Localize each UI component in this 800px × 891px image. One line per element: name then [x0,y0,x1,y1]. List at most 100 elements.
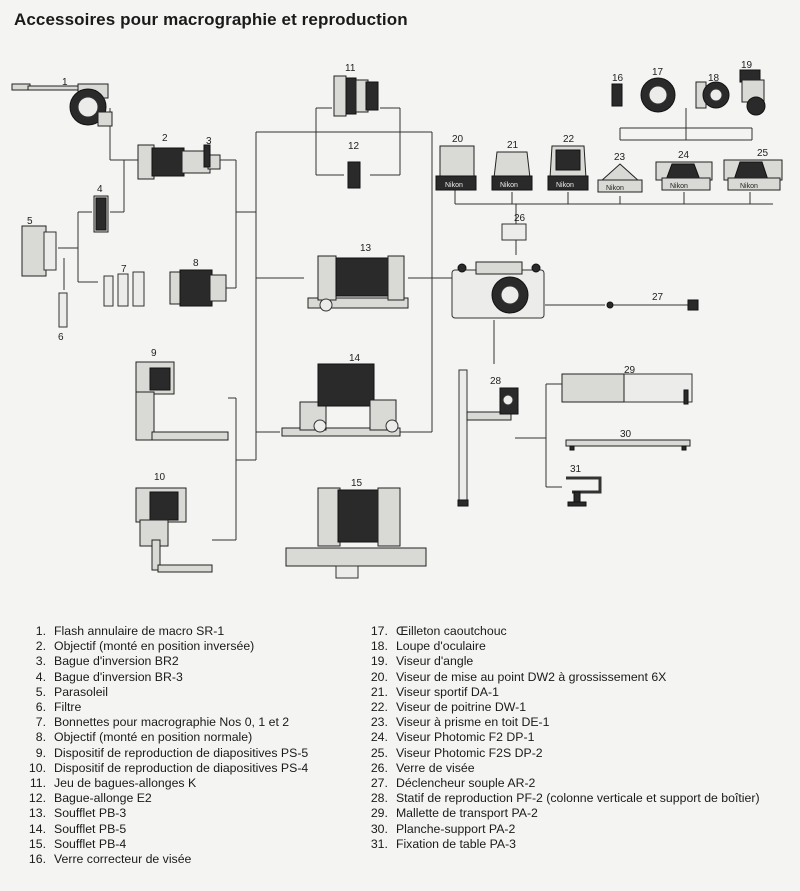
callout-25: 25 [757,148,769,159]
part-focusing-screen [501,223,527,241]
part-repro-stand [457,369,519,507]
legend-item-number: 8. [35,730,46,745]
part-filter [58,292,68,328]
legend-item-number: 6. [35,700,46,715]
callout-numbers: 1 2 3 4 5 6 7 8 9 10 11 12 13 14 15 16 1… [27,60,769,489]
part-base-board [565,439,691,451]
legend-item-number: 17. [370,624,388,638]
legend-item-number: 26. [370,760,388,775]
callout-5: 5 [27,216,33,227]
callout-12: 12 [348,141,360,152]
legend-item-label: Objectif (monté en position normale) [54,730,253,745]
legend-item-label: Viseur sportif DA-1 [395,684,499,699]
part-bellows-pb4 [285,487,427,579]
legend-item-number: 22. [370,700,388,715]
legend-item-number: 3. [35,654,46,669]
part-extension-ring-e2 [347,161,361,189]
legend-item-label: Dispositif de reproduction de diapositiv… [54,760,309,775]
legend-item: 18.Loupe d'oculaire [360,639,790,654]
legend-item: 21. Viseur sportif DA-1 [360,685,790,700]
legend-item-number: 24. [370,730,388,745]
finder-brand-label: Nikon [500,182,518,189]
legend-item-label: Bague d'inversion BR2 [54,654,179,669]
legend-item: 16.Verre correcteur de visée [20,852,308,867]
legend-item: 12. Bague-allonge E2 [20,791,308,806]
part-finder-dp2: Nikon [723,159,783,191]
page-title: Accessoires pour macrographie et reprodu… [14,10,408,29]
part-br3-ring [93,195,109,233]
part-finder-dw2: Nikon [435,145,477,191]
part-close-up-lenses [103,271,145,307]
callout-20: 20 [452,134,464,145]
legend-item-number: 11. [29,776,46,791]
legend-item: 5.Parasoleil [20,685,308,700]
legend-item-label: Viseur Photomic F2 DP-1 [395,730,535,745]
callout-17: 17 [652,67,664,78]
callout-14: 14 [349,353,361,364]
part-finder-de1: Nikon [597,163,643,193]
legend-item-label: Jeu de bagues-allonges K [54,776,197,791]
callout-8: 8 [193,258,199,269]
accessory-diagram: Nikon Nikon Nikon Nikon Nikon Nikon [11,60,783,579]
legend-item-number: 25. [370,745,388,760]
part-carrying-case [561,373,693,405]
part-slide-copier-ps4 [135,487,213,573]
legend-item-number: 28. [370,791,388,806]
legend-item: 7. Bonnettes pour macrographie Nos 0, 1 e… [20,715,308,730]
callout-1: 1 [62,77,68,88]
legend-item-number: 29. [370,806,388,821]
legend-item-label: Viseur Photomic F2S DP-2 [395,745,543,760]
legend-item-number: 13. [28,806,46,821]
callout-26: 26 [514,213,526,224]
callout-10: 10 [154,472,166,483]
legend-item: 6. Filtre [20,700,308,715]
legend-item-label: Bague d'inversion BR-3 [54,669,183,684]
callout-22: 22 [563,134,575,145]
legend-item-number: 21. [370,684,388,699]
part-finder-dw1: Nikon [547,145,589,191]
legend-item: 10. Dispositif de reproduction de diaposi… [20,761,308,776]
legend-item-label: Filtre [54,700,82,715]
legend-item-number: 31. [370,836,388,851]
legend-item-label: Bonnettes pour macrographie Nos 0, 1 et … [54,715,290,730]
legend-item-label: Statif de reproduction PF-2 (colonne ver… [395,791,760,806]
legend-item-number: 30. [370,821,388,836]
legend-item-number: 10. [28,760,46,775]
legend-item-number: 15. [28,836,46,851]
legend-item: 3. Bague d'inversion BR2 [20,654,308,669]
legend-item-label: Déclencheur souple AR-2 [395,776,536,791]
legend-item-number: 23. [370,715,388,730]
part-br2-ring [203,144,211,168]
callout-28: 28 [490,376,502,387]
finder-brand-label: Nikon [670,183,688,190]
legend-item-label: Viseur de mise au point DW2 à grossissem… [395,669,667,684]
callout-7: 7 [121,264,127,275]
legend-item: 4.Bague d'inversion BR-3 [20,670,308,685]
legend-item: 20.Viseur de mise au point DW2 à grossis… [360,670,790,685]
legend-item-number: 9. [35,745,46,760]
callout-18: 18 [708,73,720,84]
legend-item-label: Viseur d'angle [395,654,474,669]
part-extension-ring-set [333,75,379,117]
finder-brand-label: Nikon [445,182,463,189]
legend-item-number: 12. [28,791,46,806]
legend-item: 31.Fixation de table PA-3 [360,837,790,852]
part-rubber-eyecup [640,77,676,113]
legend-item-number: 7. [35,715,46,730]
legend-item: 2.Objectif (monté en position inversée) [20,639,308,654]
callout-11: 11 [345,63,356,74]
callout-23: 23 [614,152,626,163]
legend-item: 14.Soufflet PB-5 [20,822,308,837]
callout-6: 6 [58,332,64,343]
legend-item-label: Bague-allonge E2 [54,791,152,806]
legend-item: 15.Soufflet PB-4 [20,837,308,852]
part-lens-hood [21,225,57,277]
callout-15: 15 [351,478,363,489]
legend-item-label: Viseur à prisme en toit DE-1 [395,715,550,730]
legend-item: 13.Soufflet PB-3 [20,806,308,821]
part-table-clamp [566,476,602,507]
legend-item-label: Soufflet PB-5 [54,821,127,836]
legend-item-label: Verre de visée [395,760,475,775]
legend-item-number: 2. [35,639,46,654]
